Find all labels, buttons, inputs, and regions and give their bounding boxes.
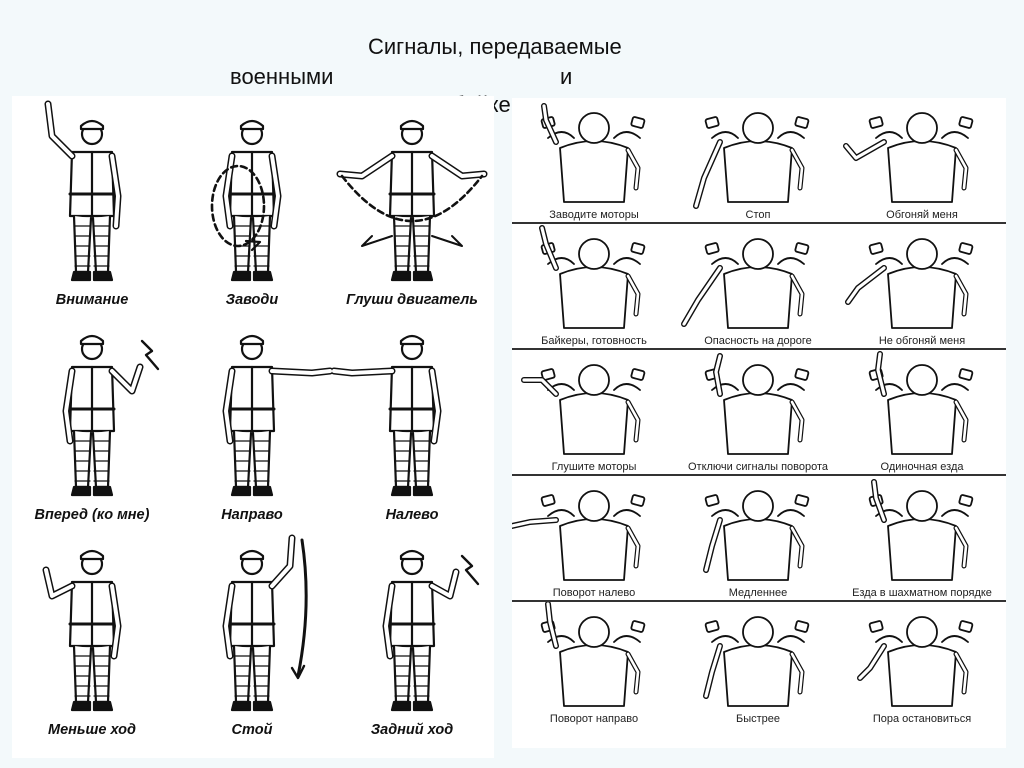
row-divider: [512, 222, 1006, 224]
biker-slow-down-icon: [676, 476, 840, 588]
biker-signal-card: Стоп: [676, 98, 840, 224]
biker-time-to-stop-icon: [840, 602, 1004, 714]
biker-signal-card: Не обгоняй меня: [840, 224, 1004, 350]
biker-signal-card: Одиночная езда: [840, 350, 1004, 476]
biker-signal-card: Глушите моторы: [512, 350, 676, 476]
biker-danger-icon: [676, 224, 840, 336]
biker-signal-label: Поворот направо: [512, 713, 676, 725]
biker-signal-label: Опасность на дороге: [676, 335, 840, 347]
soldier-stop-icon: [172, 526, 332, 716]
biker-signal-label: Поворот налево: [512, 587, 676, 599]
biker-turn-right-icon: [512, 602, 676, 714]
biker-signal-card: Медленнее: [676, 476, 840, 602]
biker-signal-card: Быстрее: [676, 602, 840, 728]
biker-signal-card: Езда в шахматном порядке: [840, 476, 1004, 602]
row-divider: [512, 600, 1006, 602]
biker-signal-label: Быстрее: [676, 713, 840, 725]
biker-signal-card: Опасность на дороге: [676, 224, 840, 350]
military-signal-card: Направо: [172, 311, 332, 526]
biker-single-file-icon: [840, 350, 1004, 462]
military-signal-card: Вперед (ко мне): [12, 311, 172, 526]
biker-signal-label: Отключи сигналы поворота: [676, 461, 840, 473]
soldier-arm-right-icon: [172, 311, 332, 501]
title-line-2-start: военными: [230, 64, 333, 90]
military-signal-label: Заводи: [172, 292, 332, 308]
biker-overtake-icon: [840, 98, 1004, 210]
military-signal-card: Задний ход: [332, 526, 492, 741]
biker-signal-label: Медленнее: [676, 587, 840, 599]
biker-stop-icon: [676, 98, 840, 210]
military-signal-label: Налево: [332, 507, 492, 523]
biker-ready-icon: [512, 224, 676, 336]
soldier-raised-hand-icon: [12, 96, 172, 286]
biker-staggered-icon: [840, 476, 1004, 588]
soldier-arm-left-icon: [332, 311, 492, 501]
military-signal-label: Внимание: [12, 292, 172, 308]
biker-signal-card: Поворот направо: [512, 602, 676, 728]
biker-signal-label: Пора остановиться: [840, 713, 1004, 725]
biker-signal-card: Байкеры, готовность: [512, 224, 676, 350]
biker-signal-card: Отключи сигналы поворота: [676, 350, 840, 476]
biker-signal-card: Заводите моторы: [512, 98, 676, 224]
biker-turn-left-icon: [512, 476, 676, 588]
military-signal-card: Заводи: [172, 96, 332, 311]
biker-signal-label: Не обгоняй меня: [840, 335, 1004, 347]
soldier-hand-down-icon: [12, 526, 172, 716]
biker-cut-engines-icon: [512, 350, 676, 462]
military-signal-label: Вперед (ко мне): [12, 507, 172, 523]
biker-signal-card: Пора остановиться: [840, 602, 1004, 728]
soldier-reverse-icon: [332, 526, 492, 716]
biker-signal-label: Одиночная езда: [840, 461, 1004, 473]
biker-signal-card: Поворот налево: [512, 476, 676, 602]
soldier-circle-arm-icon: [172, 96, 332, 286]
military-signal-label: Меньше ход: [12, 722, 172, 738]
biker-signal-label: Байкеры, готовность: [512, 335, 676, 347]
military-signal-label: Глуши двигатель: [332, 292, 492, 308]
row-divider: [512, 348, 1006, 350]
biker-signal-label: Заводите моторы: [512, 209, 676, 221]
biker-signal-card: Обгоняй меня: [840, 98, 1004, 224]
biker-signal-label: Обгоняй меня: [840, 209, 1004, 221]
title-line-1: Сигналы, передаваемые: [368, 34, 622, 60]
military-signal-label: Стой: [172, 722, 332, 738]
soldier-wave-forward-icon: [12, 311, 172, 501]
biker-turn-signal-off-icon: [676, 350, 840, 462]
military-signal-card: Стой: [172, 526, 332, 741]
military-signal-label: Направо: [172, 507, 332, 523]
biker-faster-icon: [676, 602, 840, 714]
biker-start-engines-icon: [512, 98, 676, 210]
title-line-2-end: и: [560, 64, 572, 90]
military-signal-card: Внимание: [12, 96, 172, 311]
military-signal-label: Задний ход: [332, 722, 492, 738]
biker-signal-label: Глушите моторы: [512, 461, 676, 473]
military-signal-card: Глуши двигатель: [332, 96, 492, 311]
row-divider: [512, 474, 1006, 476]
biker-signal-label: Стоп: [676, 209, 840, 221]
military-signal-card: Налево: [332, 311, 492, 526]
biker-no-overtake-icon: [840, 224, 1004, 336]
soldier-arms-swing-icon: [332, 96, 492, 286]
military-signal-card: Меньше ход: [12, 526, 172, 741]
biker-signal-label: Езда в шахматном порядке: [840, 587, 1004, 599]
